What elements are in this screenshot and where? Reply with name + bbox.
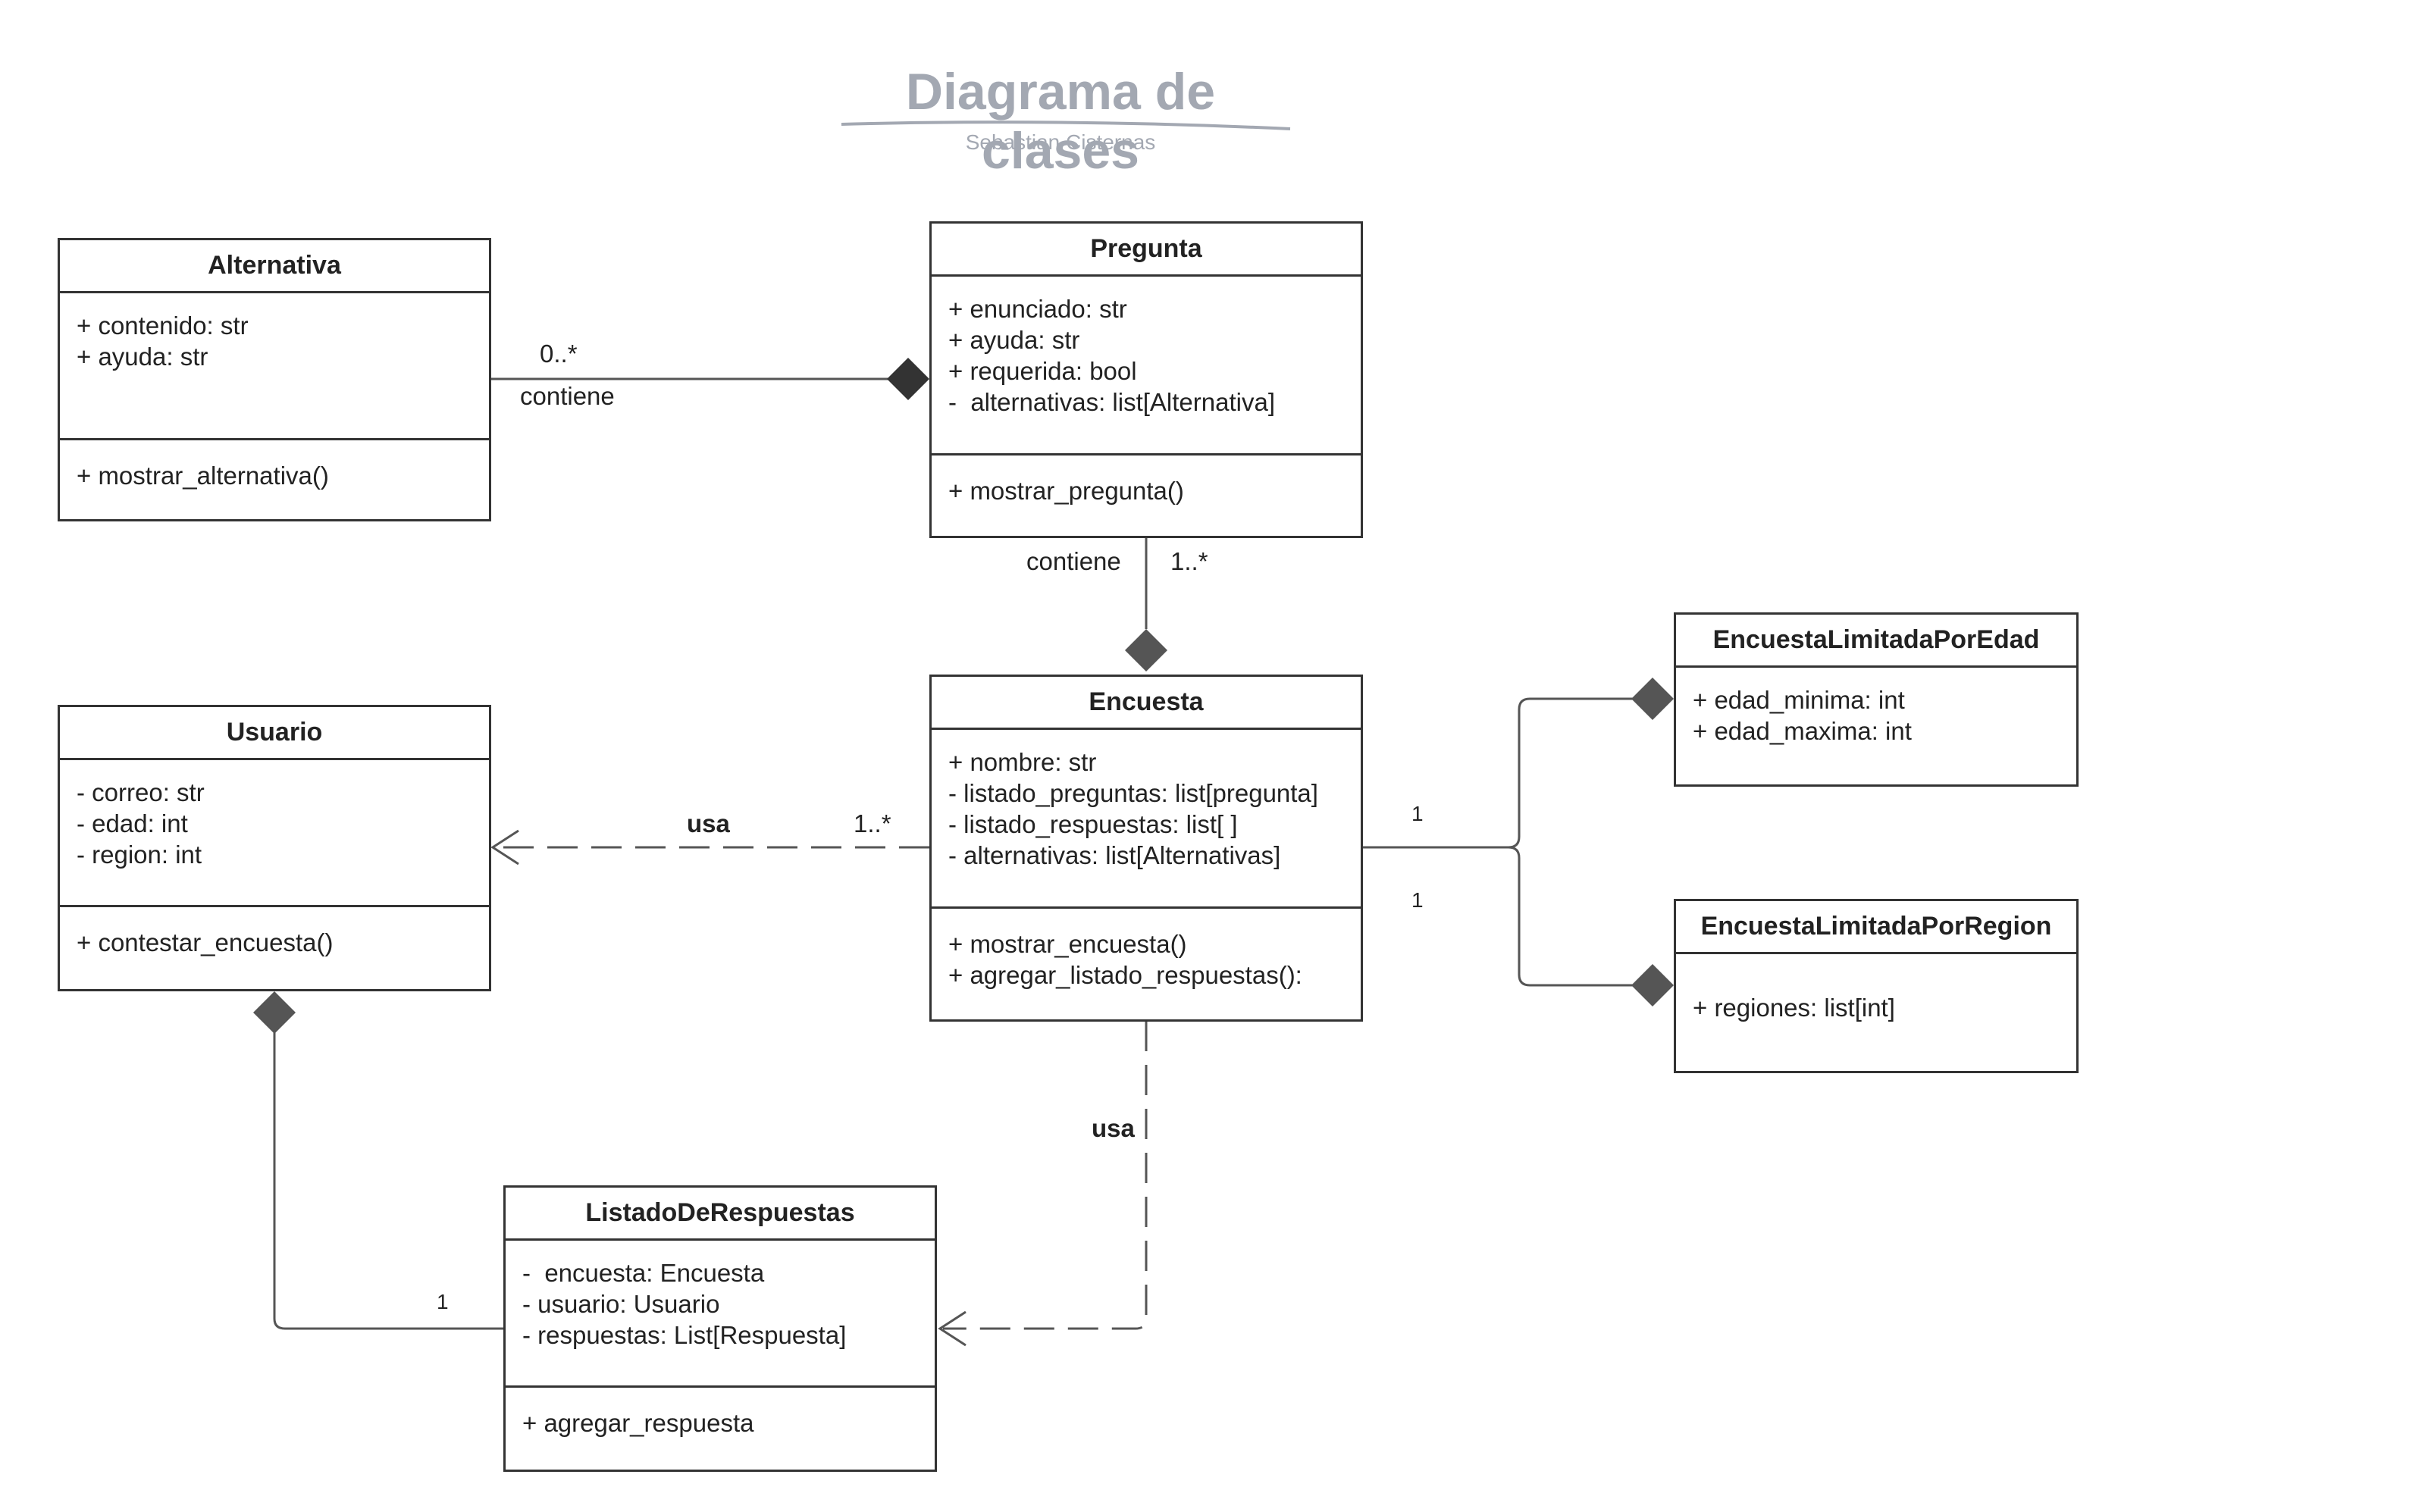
attribute: - correo: str (77, 778, 205, 806)
method: + agregar_respuesta (522, 1409, 754, 1437)
pregunta-encuesta-diamond (1125, 629, 1167, 671)
encuesta-listado-arrowhead (938, 1310, 967, 1347)
attributes-section: + nombre: str - listado_preguntas: list[… (932, 730, 1361, 909)
method: + mostrar_pregunta() (948, 477, 1184, 505)
methods-section: + mostrar_pregunta() (932, 455, 1361, 506)
attribute: - alternativas: list[Alternativas] (948, 841, 1281, 869)
attribute: + edad_minima: int (1693, 686, 1905, 714)
method: + mostrar_encuesta() (948, 930, 1187, 958)
method: + agregar_listado_respuestas(): (948, 961, 1302, 989)
class-name: Encuesta (932, 677, 1361, 730)
method: + mostrar_alternativa() (77, 462, 329, 490)
attribute: + edad_maxima: int (1693, 717, 1912, 745)
encuesta-region-line (1508, 846, 1634, 987)
class-listado-de-respuestas[interactable]: ListadoDeRespuestas - encuesta: Encuesta… (503, 1185, 937, 1472)
usuario-listado-line (273, 1032, 503, 1330)
attribute: - listado_respuestas: list[ ] (948, 810, 1238, 838)
attribute: + ayuda: str (948, 326, 1080, 354)
class-name: EncuestaLimitadaPorRegion (1676, 901, 2076, 954)
attribute: - alternativas: list[Alternativa] (948, 388, 1275, 416)
alternativa-pregunta-diamond (887, 358, 929, 400)
multiplicity-label: 1 (1411, 802, 1424, 825)
multiplicity-label: 0..* (540, 340, 578, 368)
attributes-section: - correo: str - edad: int - region: int (60, 760, 489, 907)
attribute: + regiones: list[int] (1693, 994, 1895, 1022)
class-encuesta-limitada-por-region[interactable]: EncuestaLimitadaPorRegion + regiones: li… (1674, 899, 2079, 1073)
class-alternativa[interactable]: Alternativa + contenido: str + ayuda: st… (58, 238, 491, 521)
relation-label: contiene (520, 382, 615, 410)
class-usuario[interactable]: Usuario - correo: str - edad: int - regi… (58, 705, 491, 991)
methods-section: + agregar_respuesta (506, 1388, 935, 1438)
class-name: ListadoDeRespuestas (506, 1188, 935, 1241)
methods-section: + contestar_encuesta() (60, 907, 489, 958)
class-name: Usuario (60, 707, 489, 760)
attribute: - encuesta: Encuesta (522, 1259, 765, 1287)
relation-label: usa (687, 809, 730, 837)
attribute: + requerida: bool (948, 357, 1137, 385)
attribute: + enunciado: str (948, 295, 1127, 323)
relation-label: contiene (1026, 547, 1121, 575)
attributes-section: + contenido: str + ayuda: str (60, 293, 489, 440)
attribute: + contenido: str (77, 311, 249, 340)
class-name: Pregunta (932, 224, 1361, 277)
method: + contestar_encuesta() (77, 928, 334, 956)
diagram-title: Diagrama de clases (905, 63, 1216, 180)
usuario-listado-diamond (253, 991, 296, 1034)
class-encuesta[interactable]: Encuesta + nombre: str - listado_pregunt… (929, 675, 1363, 1022)
attributes-section: + regiones: list[int] (1676, 954, 2076, 1023)
relation-label: usa (1092, 1114, 1135, 1142)
encuesta-edad-line (1362, 697, 1634, 849)
multiplicity-label: 1..* (854, 809, 891, 837)
attribute: - respuestas: List[Respuesta] (522, 1321, 847, 1349)
attribute: - region: int (77, 841, 202, 869)
multiplicity-label: 1 (1411, 888, 1424, 912)
methods-section: + mostrar_alternativa() (60, 440, 489, 491)
attribute: + nombre: str (948, 748, 1097, 776)
title-underline (841, 121, 1291, 130)
encuesta-listado-dependency (943, 1021, 1148, 1330)
class-name: EncuestaLimitadaPorEdad (1676, 615, 2076, 668)
class-encuesta-limitada-por-edad[interactable]: EncuestaLimitadaPorEdad + edad_minima: i… (1674, 612, 2079, 787)
multiplicity-label: 1..* (1170, 547, 1208, 575)
attribute: + ayuda: str (77, 343, 208, 371)
class-name: Alternativa (60, 240, 489, 293)
encuesta-usuario-arrowhead (490, 829, 519, 866)
class-pregunta[interactable]: Pregunta + enunciado: str + ayuda: str +… (929, 221, 1363, 538)
attribute: - usuario: Usuario (522, 1290, 720, 1318)
diagram-subtitle: Sebastian Cisternas (965, 130, 1156, 154)
edad-diamond (1631, 678, 1674, 720)
attributes-section: + enunciado: str + ayuda: str + requerid… (932, 277, 1361, 455)
attributes-section: + edad_minima: int + edad_maxima: int (1676, 668, 2076, 747)
methods-section: + mostrar_encuesta() + agregar_listado_r… (932, 909, 1361, 991)
attribute: - edad: int (77, 809, 188, 837)
attributes-section: - encuesta: Encuesta - usuario: Usuario … (506, 1241, 935, 1388)
region-diamond (1631, 964, 1674, 1006)
attribute: - listado_preguntas: list[pregunta] (948, 779, 1318, 807)
multiplicity-label: 1 (437, 1290, 449, 1313)
